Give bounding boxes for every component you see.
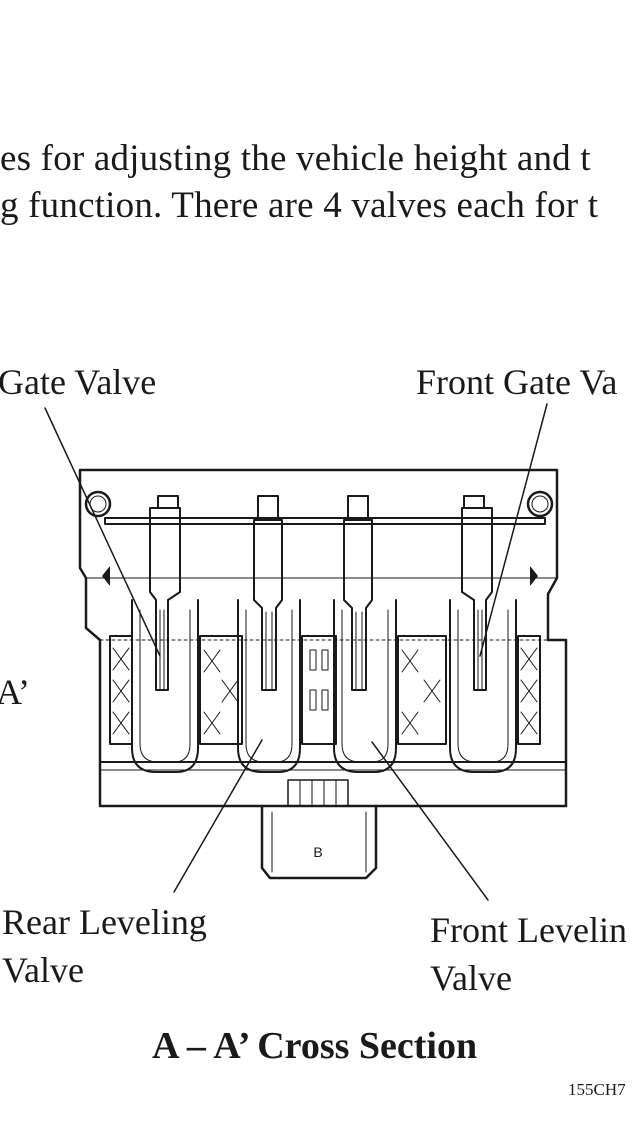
label-section-marker: A’ — [0, 672, 30, 712]
label-rear-gate-valve: Gate Valve — [0, 362, 157, 402]
solenoid-coils — [109, 635, 541, 745]
figure-code: 155CH7 — [568, 1080, 626, 1099]
leader-lines — [44, 403, 548, 901]
label-rear-leveling-line-1: Rear Leveling — [2, 902, 207, 942]
label-front-leveling-line-2: Valve — [430, 958, 512, 998]
inner-valve-stems — [253, 495, 373, 691]
intro-text-line-1: es for adjusting the vehicle height and … — [0, 138, 591, 179]
outer-valve-stems — [149, 495, 493, 691]
label-front-gate-valve: Front Gate Va — [416, 362, 618, 402]
label-front-leveling-valve: Front Levelin Valve — [430, 906, 627, 1002]
connector-port-mark: B — [313, 844, 322, 860]
connector-terminal: B — [260, 779, 378, 880]
label-rear-leveling-line-2: Valve — [2, 950, 84, 990]
intro-text-line-2: g function. There are 4 valves each for … — [0, 185, 599, 226]
valve-housing — [78, 468, 568, 808]
label-front-leveling-line-1: Front Levelin — [430, 910, 627, 950]
figure-caption: A – A’ Cross Section — [152, 1025, 478, 1067]
label-rear-leveling-valve: Rear Leveling Valve — [2, 898, 207, 994]
valve-u-channels — [131, 599, 517, 773]
